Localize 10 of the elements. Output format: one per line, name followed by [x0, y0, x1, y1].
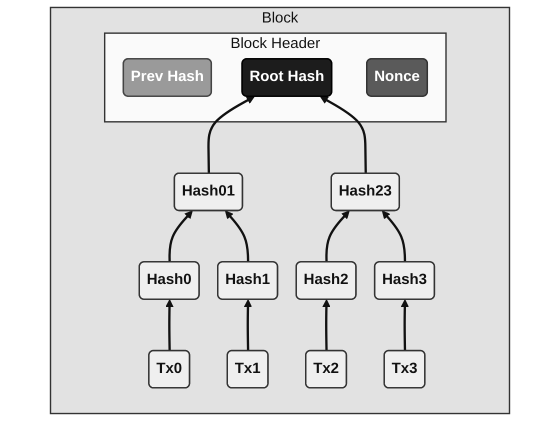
- arrow: [207, 96, 255, 174]
- arrow: [400, 299, 409, 351]
- arrow: [382, 210, 406, 262]
- arrow: [325, 210, 350, 262]
- arrow: [168, 210, 193, 262]
- arrow: [225, 210, 250, 262]
- arrow: [165, 299, 174, 351]
- arrow: [244, 299, 252, 352]
- arrow: [320, 96, 367, 174]
- arrow: [322, 299, 330, 351]
